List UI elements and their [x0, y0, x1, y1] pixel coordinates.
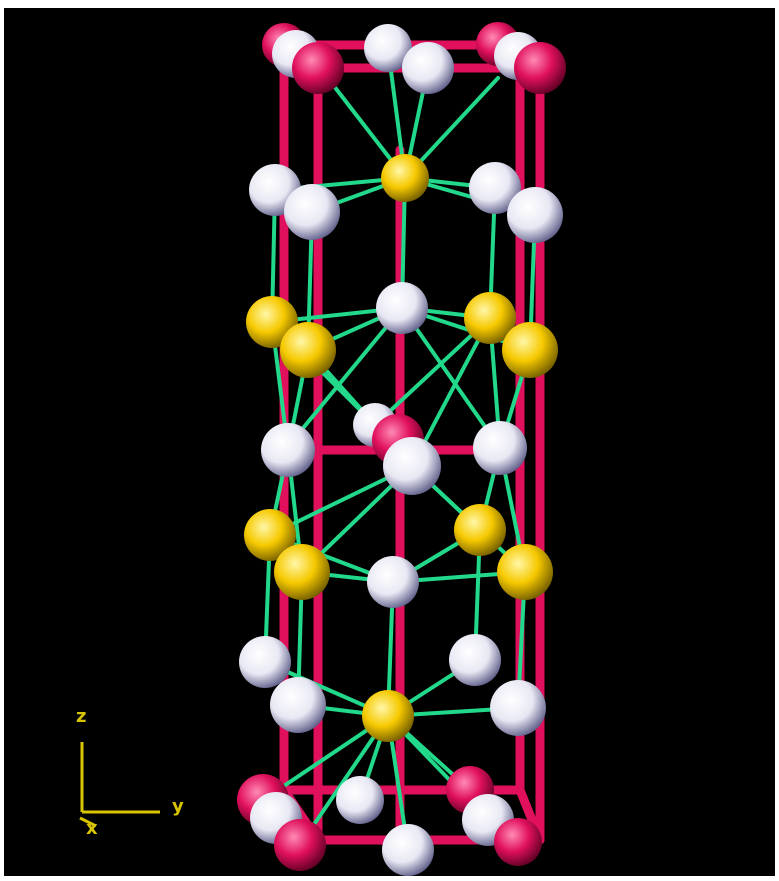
white-atom	[261, 423, 315, 477]
bond	[373, 316, 492, 427]
white-atom	[239, 636, 291, 688]
yellow-atom	[454, 504, 506, 556]
structure-viewer[interactable]: z y x	[4, 8, 775, 876]
white-atom	[383, 437, 441, 495]
bond	[400, 306, 502, 450]
x-axis-line	[79, 816, 97, 828]
white-atom	[449, 634, 501, 686]
z-axis-label: z	[76, 706, 87, 727]
x-axis-label: x	[86, 818, 98, 839]
y-axis-label: y	[172, 796, 184, 817]
white-atom	[507, 187, 563, 243]
yellow-atom	[502, 322, 558, 378]
white-atom	[284, 184, 340, 240]
white-atom	[469, 162, 521, 214]
magenta-atom	[292, 42, 344, 94]
yellow-atom	[362, 690, 414, 742]
white-atom	[336, 776, 384, 824]
white-atom	[270, 677, 326, 733]
bond	[298, 714, 390, 847]
yellow-atom	[497, 544, 553, 600]
yellow-atom	[381, 154, 429, 202]
white-atom	[402, 42, 454, 94]
yellow-atom	[244, 509, 296, 561]
white-atom	[376, 282, 428, 334]
axes-indicator	[79, 742, 160, 828]
atoms	[237, 22, 566, 876]
magenta-atom	[494, 818, 542, 866]
white-atom	[364, 24, 412, 72]
yellow-atom	[280, 322, 336, 378]
white-atom	[473, 421, 527, 475]
yellow-atom	[274, 544, 330, 600]
magenta-atom	[274, 819, 326, 871]
white-atom	[367, 556, 419, 608]
crystal-structure-scene	[79, 22, 566, 876]
yellow-atom	[464, 292, 516, 344]
bond	[283, 306, 404, 452]
magenta-atom	[514, 42, 566, 94]
white-atom	[490, 680, 546, 736]
white-atom	[382, 824, 434, 876]
